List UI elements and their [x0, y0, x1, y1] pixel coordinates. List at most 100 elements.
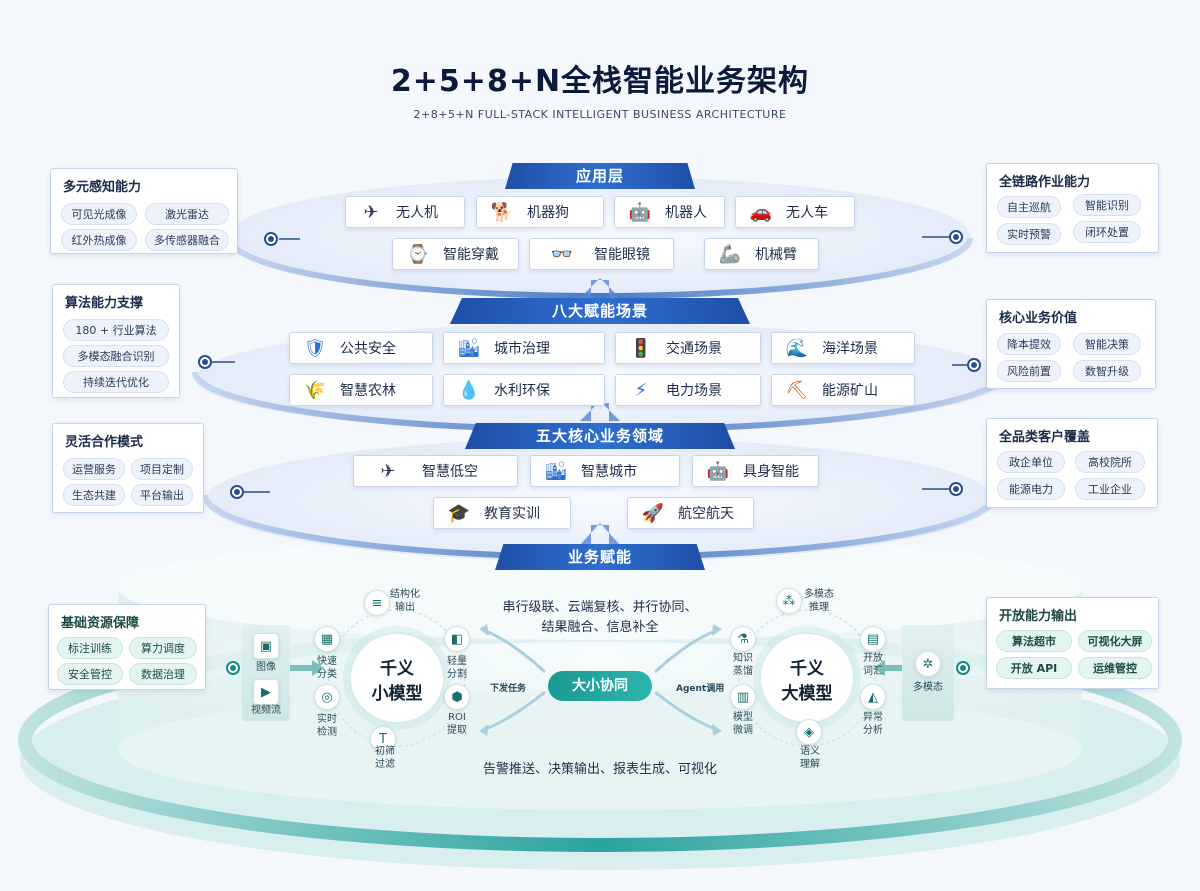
- large-model-circle: 千义 大模型: [759, 632, 855, 724]
- value-box: 核心业务价值 降本提效 智能决策 风险前置 数智升级: [986, 299, 1156, 389]
- dispatch-task-label: 下发任务: [490, 684, 527, 694]
- robot-dog-icon: 🐕: [490, 201, 514, 223]
- resources-tag: 标注训练: [57, 637, 123, 659]
- customers-tag: 工业企业: [1075, 478, 1145, 500]
- cooperation-tag: 平台输出: [131, 484, 193, 506]
- value-tag: 降本提效: [997, 333, 1061, 355]
- perception-tag: 可见光成像: [61, 203, 137, 225]
- dam-icon: 💧: [457, 379, 481, 401]
- robot-arm-icon: 🦾: [718, 243, 742, 265]
- small-node-label: 实时检测: [317, 714, 337, 738]
- robot-icon: 🤖: [706, 460, 730, 482]
- enablement-layer-label: 业务赋能: [495, 544, 705, 570]
- scenario-agriculture: 🌾智慧农林: [289, 374, 433, 406]
- scenario-mining: ⛏能源矿山: [771, 374, 915, 406]
- app-item-drone: ✈无人机: [345, 196, 465, 228]
- ocean-icon: 🌊: [785, 337, 809, 359]
- agent-call-label: Agent调用: [676, 684, 725, 694]
- page-subtitle: 2+8+5+N FULL-STACK INTELLIGENT BUSINESS …: [413, 108, 787, 121]
- open-box: 开放能力输出 算法超市 可视化大屏 开放 API 运维管控: [986, 597, 1159, 689]
- city-icon: 🏙: [544, 460, 568, 482]
- scenario-traffic: 🚦交通场景: [615, 332, 761, 364]
- watch-icon: ⌚: [406, 243, 430, 265]
- shield-icon: 🛡: [303, 337, 327, 359]
- resources-tag: 安全管控: [57, 663, 123, 685]
- fullchain-tag: 自主巡航: [997, 196, 1061, 218]
- resources-tag: 算力调度: [129, 637, 197, 659]
- output-text: 告警推送、决策输出、报表生成、可视化: [482, 762, 717, 777]
- connector-dot: [226, 661, 240, 675]
- perception-tag: 多传感器融合: [145, 229, 229, 251]
- collaboration-pill: 大小协同: [548, 671, 652, 701]
- video-icon: ▶: [253, 679, 279, 705]
- resources-tag: 数据治理: [129, 663, 197, 685]
- app-item-robot-dog: 🐕机器狗: [476, 196, 604, 228]
- chart-icon: ◭: [860, 684, 886, 710]
- cooperation-tag: 运营服务: [63, 458, 125, 480]
- open-tag: 开放 API: [996, 657, 1072, 679]
- book-icon: ▤: [860, 626, 886, 652]
- connector-dot: [198, 355, 212, 369]
- app-item-car: 🚗无人车: [735, 196, 855, 228]
- right-input-panel: ✲ 多模态: [902, 625, 954, 721]
- domain-aerospace: 🚀航空航天: [627, 497, 754, 529]
- rocket-icon: 🚀: [641, 502, 665, 524]
- classify-icon: ▦: [314, 626, 340, 652]
- large-node-label: 多模态推理: [804, 589, 834, 613]
- app-item-robot: 🤖机器人: [614, 196, 725, 228]
- power-icon: ⚡: [634, 379, 648, 401]
- car-icon: 🚗: [749, 201, 773, 223]
- flask-icon: ⚗: [730, 626, 756, 652]
- perception-tag: 红外热成像: [61, 229, 137, 251]
- connector-dot: [956, 661, 970, 675]
- domain-low-altitude: ✈智慧低空: [353, 455, 518, 487]
- input-label: 图像: [256, 662, 276, 673]
- value-tag: 风险前置: [997, 360, 1061, 382]
- robot-icon: 🤖: [628, 201, 652, 223]
- domain-education: 🎓教育实训: [433, 497, 571, 529]
- cooperation-title: 灵活合作模式: [65, 435, 144, 450]
- algorithm-tag: 持续迭代优化: [63, 371, 169, 393]
- scenario-ocean: 🌊海洋场景: [771, 332, 915, 364]
- connector-dot: [230, 485, 244, 499]
- collaboration-methods-text: 串行级联、云端复核、并行协同、 结果融合、信息补全: [502, 600, 698, 635]
- app-item-glasses: 👓智能眼镜: [529, 238, 674, 270]
- drone-icon: ✈: [380, 460, 396, 482]
- customers-tag: 政企单位: [997, 451, 1065, 473]
- large-node-label: 开放词汇: [863, 653, 883, 677]
- value-tag: 数智升级: [1073, 360, 1141, 382]
- open-title: 开放能力输出: [999, 609, 1078, 624]
- customers-tag: 能源电力: [997, 478, 1065, 500]
- small-node-label: 快速分类: [317, 656, 337, 680]
- open-tag: 可视化大屏: [1078, 630, 1152, 652]
- algorithm-tag: 180 + 行业算法: [63, 319, 169, 341]
- fullchain-box: 全链路作业能力 自主巡航 智能识别 实时预警 闭环处置: [986, 163, 1159, 253]
- filter-icon: T: [370, 726, 396, 752]
- fullchain-tag: 实时预警: [997, 223, 1061, 245]
- perception-tag: 激光雷达: [145, 203, 229, 225]
- large-node-label: 知识蒸馏: [733, 653, 753, 677]
- mine-icon: ⛏: [785, 379, 809, 401]
- perception-box: 多元感知能力 可见光成像 激光雷达 红外热成像 多传感器融合: [50, 168, 238, 254]
- fullchain-title: 全链路作业能力: [999, 175, 1091, 190]
- glasses-icon: 👓: [550, 243, 574, 265]
- algorithm-tag: 多模态融合识别: [63, 345, 169, 367]
- scenarios-layer-label: 八大赋能场景: [450, 298, 750, 324]
- farm-icon: 🌾: [303, 379, 327, 401]
- application-layer-label: 应用层: [505, 163, 695, 189]
- connector-dot: [949, 230, 963, 244]
- cooperation-tag: 生态共建: [63, 484, 125, 506]
- app-item-robot-arm: 🦾机械臂: [704, 238, 819, 270]
- scenario-power: ⚡电力场景: [615, 374, 761, 406]
- app-item-wearable: ⌚智能穿戴: [392, 238, 519, 270]
- value-title: 核心业务价值: [999, 311, 1078, 326]
- scenario-water: 💧水利环保: [443, 374, 605, 406]
- city-icon: 🏙: [457, 337, 481, 359]
- connector-dot: [264, 232, 278, 246]
- resources-title: 基础资源保障: [61, 616, 140, 631]
- multimodal-icon: ✲: [915, 651, 941, 677]
- customers-tag: 高校院所: [1075, 451, 1145, 473]
- customers-title: 全品类客户覆盖: [999, 430, 1091, 445]
- fullchain-tag: 智能识别: [1073, 194, 1141, 216]
